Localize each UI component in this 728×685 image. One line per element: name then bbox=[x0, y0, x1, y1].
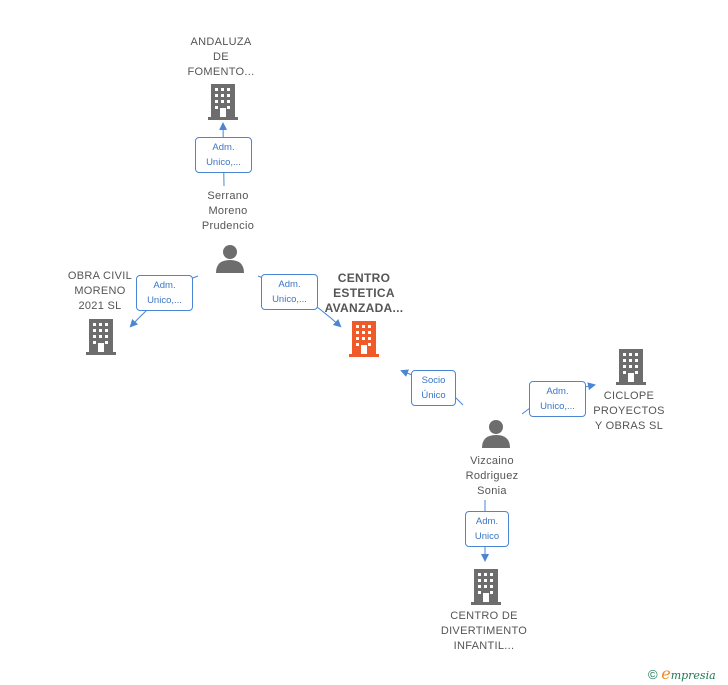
edge-label-vizcaino-divert[interactable]: Adm. Unico bbox=[465, 511, 509, 547]
person-icon-vizcaino[interactable] bbox=[481, 418, 511, 453]
person-icon-serrano[interactable] bbox=[215, 243, 245, 278]
building-icon-centro-estetica[interactable] bbox=[349, 321, 379, 362]
edge-label-vizcaino-centro[interactable]: Socio Único bbox=[411, 370, 456, 406]
edge-label-vizcaino-ciclope[interactable]: Adm. Unico,... bbox=[529, 381, 586, 417]
node-label-obra-civil[interactable]: OBRA CIVIL MORENO 2021 SL bbox=[67, 270, 133, 312]
building-icon-andaluza[interactable] bbox=[208, 84, 238, 125]
node-label-centro-divertimento[interactable]: CENTRO DE DIVERTIMENTO INFANTIL... bbox=[440, 610, 528, 652]
node-label-andaluza[interactable]: ANDALUZA DE FOMENTO... bbox=[187, 36, 255, 78]
brand-logo-initial: e bbox=[661, 664, 671, 683]
brand-logo-text: mpresia bbox=[670, 669, 716, 682]
building-icon-obra-civil[interactable] bbox=[86, 319, 116, 360]
brand-footer[interactable]: © empresia bbox=[648, 664, 716, 683]
node-label-ciclope[interactable]: CICLOPE PROYECTOS Y OBRAS SL bbox=[593, 390, 665, 432]
node-label-centro-estetica[interactable]: CENTRO ESTETICA AVANZADA... bbox=[324, 271, 404, 315]
copyright-symbol: © bbox=[648, 667, 658, 682]
building-icon-centro-divertimento[interactable] bbox=[471, 569, 501, 610]
node-label-vizcaino[interactable]: Vizcaino Rodriguez Sonia bbox=[465, 455, 519, 497]
building-icon-ciclope[interactable] bbox=[616, 349, 646, 390]
node-label-serrano[interactable]: Serrano Moreno Prudencio bbox=[201, 190, 255, 232]
edge-label-serrano-andaluza[interactable]: Adm. Unico,... bbox=[195, 137, 252, 173]
edge-label-serrano-centro[interactable]: Adm. Unico,... bbox=[261, 274, 318, 310]
edge-label-serrano-obra[interactable]: Adm. Unico,... bbox=[136, 275, 193, 311]
